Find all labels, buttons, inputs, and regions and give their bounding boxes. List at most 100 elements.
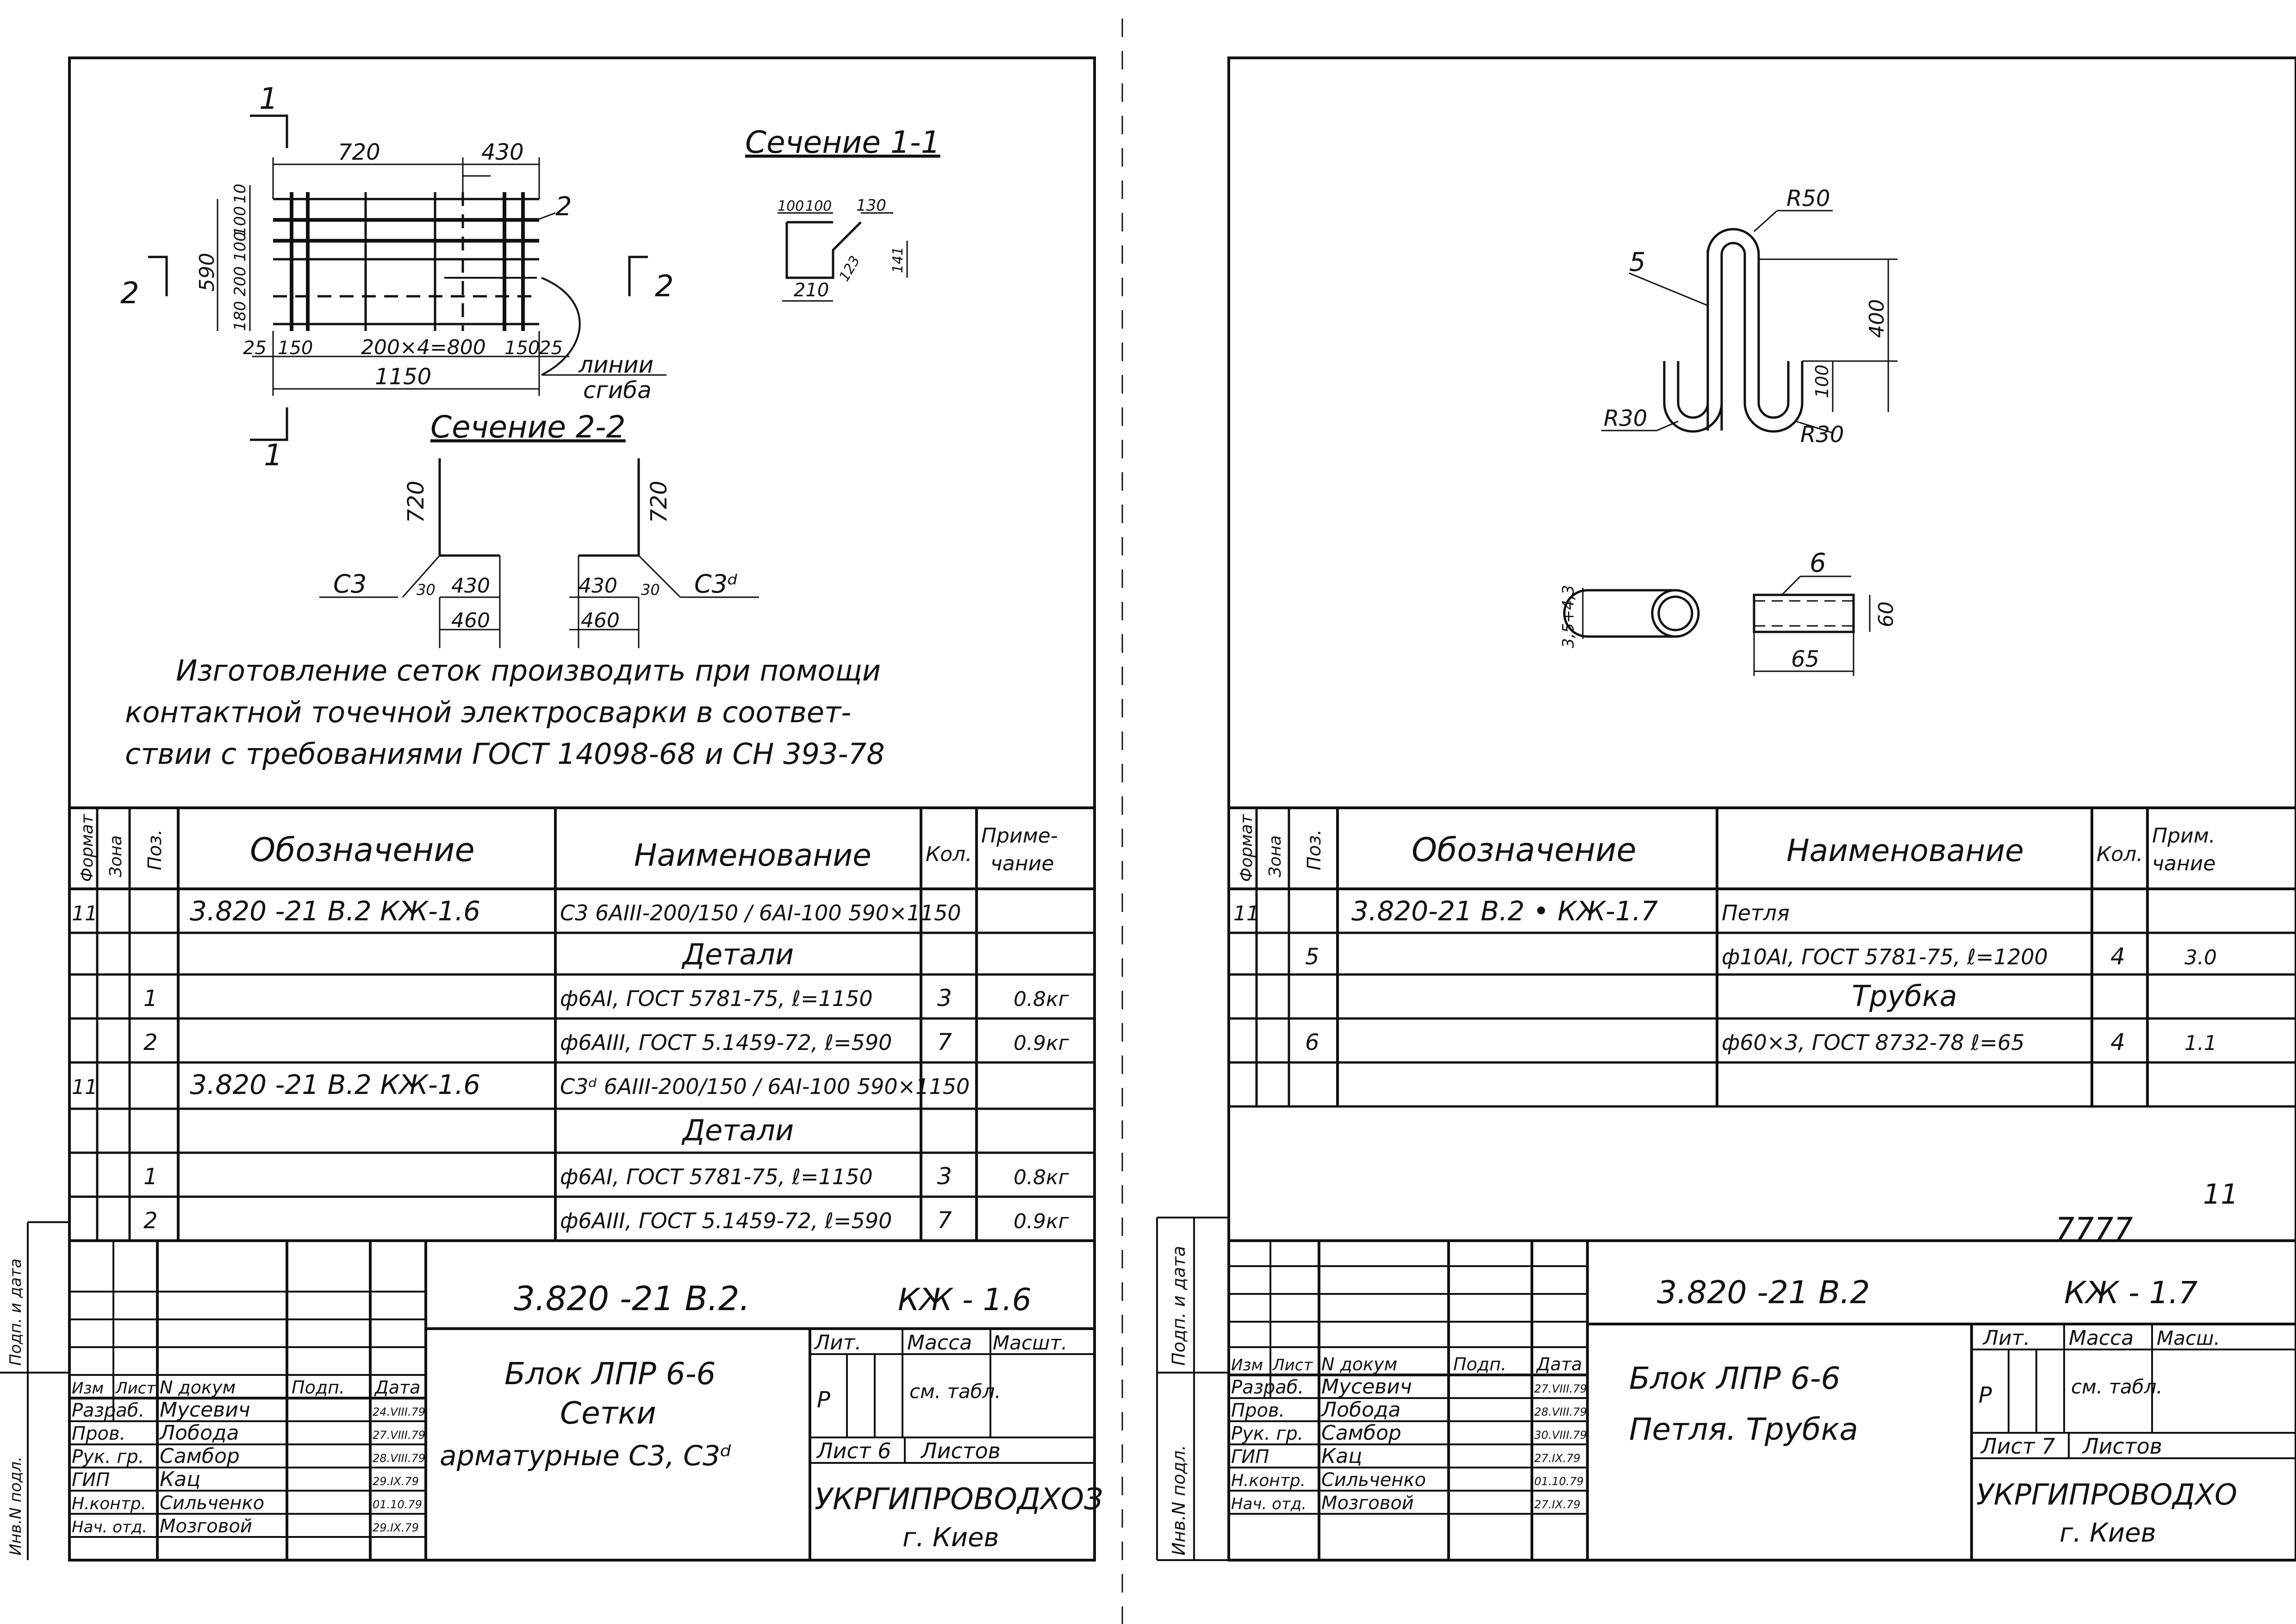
left-person-4: Кац	[160, 1468, 200, 1491]
right-stamp-number: 7777	[2055, 1211, 2133, 1249]
right-tb-col-date: Дата	[1536, 1354, 1582, 1374]
right-role-2: Пров.	[1231, 1400, 1285, 1421]
right-tb-name-2: Петля. Трубка	[1629, 1412, 1858, 1447]
right-date-3: 30.VIII.79	[1534, 1429, 1587, 1442]
right-tb-sheets: Листов	[2082, 1434, 2162, 1459]
left-person-2: Лобода	[159, 1421, 239, 1445]
left-row-2-qty: 3	[937, 985, 952, 1012]
left-tb-sheets: Листов	[920, 1438, 1001, 1463]
section-mark-2-left: 2	[120, 276, 139, 311]
sec11-dim-141: 141	[890, 247, 906, 273]
left-row-0-designation: 3.820 -21 В.2 КЖ-1.6	[190, 895, 480, 927]
tube-drawing	[1563, 575, 1871, 676]
dim-left-100b: 100	[231, 231, 249, 262]
right-title-block	[1156, 1217, 2296, 1561]
left-role-3: Рук. гр.	[72, 1446, 144, 1468]
left-row-7-qty: 7	[937, 1207, 952, 1234]
section-mark-2-right: 2	[655, 269, 674, 304]
right-row-3-name: ф60×3, ГОСТ 8732-78 ℓ=65	[1722, 1030, 2025, 1055]
dim-1150: 1150	[375, 364, 431, 390]
section-mark-1-bottom: 1	[264, 438, 283, 473]
left-row-0-format: 11	[72, 902, 98, 925]
right-tb-sheet: Лист 7	[1980, 1434, 2055, 1459]
left-row-3-note: 0.9кг	[1014, 1031, 1070, 1055]
left-tb-lit-label: Лит.	[814, 1331, 861, 1355]
left-plan-labels: 1 1 2 2 2 720 430 10 100 100 200 180 590…	[120, 82, 674, 473]
right-role-6: Нач. отд.	[1231, 1495, 1307, 1513]
right-tb-lit-value: Р	[1979, 1382, 1992, 1408]
dim-left-200: 200	[231, 266, 249, 296]
left-tb-mass-label: Масса	[907, 1331, 972, 1355]
sec22-dim-460-right: 460	[581, 609, 620, 632]
dim-bottom-150b: 150	[504, 337, 540, 359]
left-side-label-inv: Инв.N подл.	[6, 1456, 25, 1555]
left-tb-people: Разраб. Мусевич 24.VIII.79 Пров. Лобода …	[72, 1398, 425, 1537]
right-tb-name-1: Блок ЛПР 6-6	[1629, 1361, 1841, 1396]
left-tb-lit-value: Р	[817, 1387, 830, 1413]
tube-dim-ring: 3,5+4,3	[1559, 585, 1578, 648]
right-role-4: ГИП	[1231, 1446, 1269, 1468]
sec11-dim-123: 123	[836, 253, 864, 284]
right-margin-mark: 11	[2203, 1178, 2238, 1211]
right-tb-city: г. Киев	[2060, 1518, 2156, 1548]
left-row-6-qty: 3	[937, 1163, 952, 1190]
note-line-2: контактной точечной электросварки в соот…	[125, 695, 852, 729]
left-role-4: ГИП	[72, 1469, 110, 1491]
left-side-label-sign: Подп. и дата	[6, 1258, 25, 1366]
right-date-4: 27.IX.79	[1534, 1452, 1580, 1465]
left-role-6: Нач. отд.	[72, 1518, 147, 1537]
right-row-0-designation: 3.820-21 В.2 • КЖ-1.7	[1351, 895, 1658, 927]
left-th-name: Наименование	[634, 837, 871, 873]
right-sheet: R50 5 400 100 R30 R30 3,5+4,3	[1121, 19, 2296, 1624]
left-date-4: 29.IX.79	[373, 1475, 419, 1488]
right-role-5: Н.контр.	[1231, 1471, 1306, 1490]
section-1-1-title: Сечение 1-1	[745, 125, 940, 160]
section-2-2: Сечение 2-2 С3 С3ᵈ 720 430 460	[319, 409, 759, 648]
loop-pos-5: 5	[1629, 247, 1646, 277]
sec22-dim-720-right: 720	[646, 481, 672, 523]
left-row-2-pos: 1	[143, 986, 158, 1012]
tube-pos-6: 6	[1810, 548, 1826, 578]
left-row-2-name: ф6АI, ГОСТ 5781-75, ℓ=1150	[560, 986, 873, 1011]
right-row-3-pos: 6	[1305, 1030, 1319, 1056]
left-tb-col-ndoc: N докум	[160, 1377, 236, 1398]
left-tb-doc: КЖ - 1.6	[898, 1282, 1032, 1318]
left-role-5: Н.контр.	[72, 1494, 146, 1513]
left-row-6-pos: 1	[143, 1164, 158, 1190]
tube-dim-65: 65	[1791, 646, 1819, 672]
left-th-note-2: чание	[990, 852, 1054, 875]
tube-dim-60: 60	[1874, 601, 1898, 627]
left-person-1: Мусевич	[160, 1398, 250, 1422]
left-sheet: 1 1 2 2 2 720 430 10 100 100 200 180 590…	[68, 56, 1096, 1562]
right-tb-col-ndoc: N докум	[1321, 1354, 1397, 1374]
right-row-1-pos: 5	[1305, 944, 1319, 970]
right-person-3: Самбор	[1321, 1421, 1401, 1445]
bend-line-label-2: сгиба	[583, 377, 652, 404]
left-tb-name-1: Блок ЛПР 6-6	[504, 1356, 716, 1392]
left-row-3-name: ф6АIII, ГОСТ 5.1459-72, ℓ=590	[560, 1030, 892, 1055]
manufacturing-note: Изготовление сеток производить при помощ…	[125, 654, 885, 771]
right-person-2: Лобода	[1320, 1398, 1400, 1422]
left-role-1: Разраб.	[72, 1400, 144, 1421]
sec22-dim-430-left: 430	[451, 574, 490, 598]
right-person-5: Сильченко	[1321, 1469, 1426, 1491]
left-row-3-qty: 7	[937, 1029, 952, 1056]
right-title-block-text: 3.820 -21 В.2 КЖ - 1.7 Блок ЛПР 6-6 Петл…	[1169, 1246, 2237, 1555]
sec11-dim-100a: 100	[778, 198, 804, 214]
dim-left-180: 180	[231, 301, 249, 331]
right-row-1-qty: 4	[2110, 943, 2125, 970]
right-row-0-format: 11	[1233, 902, 1259, 925]
sec22-dim-30-right: 30	[641, 581, 660, 599]
right-row-3-note: 1.1	[2184, 1031, 2217, 1055]
bend-line-label-1: линии	[578, 351, 653, 378]
right-th-format: Формат	[1237, 814, 1256, 882]
left-row-1-name: Детали	[681, 937, 794, 971]
right-th-qty: Кол.	[2097, 843, 2143, 866]
left-row-4-format: 11	[72, 1075, 98, 1099]
right-tb-mass-label: Масса	[2069, 1326, 2134, 1350]
right-tb-people: Разраб. Мусевич 27.VIII.79 Пров. Лобода …	[1231, 1375, 1587, 1514]
sec11-dim-130: 130	[856, 196, 886, 215]
left-th-format: Формат	[78, 814, 97, 882]
